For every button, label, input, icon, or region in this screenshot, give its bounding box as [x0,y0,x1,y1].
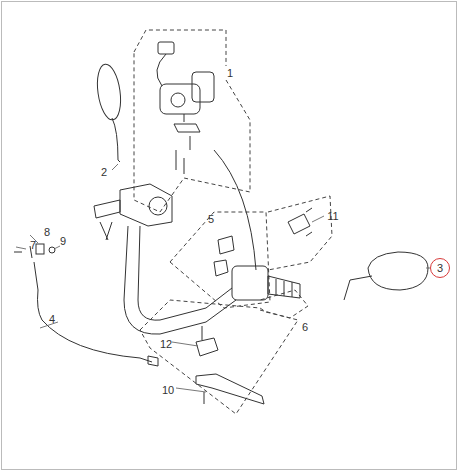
callout-circle: 3 [430,258,450,278]
cable-end [148,356,158,366]
callout-number: 6 [302,322,308,333]
left-mirror [94,63,124,122]
mirror-stem [112,118,120,162]
bolt [14,246,32,258]
callout-number: 7 [30,240,36,251]
mirror-stem [344,276,372,300]
group-outlines [134,30,332,414]
leader-lines [16,164,430,392]
right-mirror [368,252,428,290]
cable [34,262,152,362]
lever-perch [196,338,218,356]
callout-number: 8 [44,227,50,238]
callout-number: 9 [60,236,66,247]
brake-lever [196,374,264,404]
group-6 [140,300,298,414]
switch-wire [214,150,256,270]
callout-number: 5 [208,214,214,225]
left-switch [157,42,214,174]
callout-number: 1 [227,68,233,79]
callout-number: 2 [101,167,107,178]
callout-number: 4 [49,314,55,325]
clamp [288,208,312,236]
callout-number: 12 [160,339,172,350]
callout-number: 11 [327,211,338,222]
callout-number: 3 [437,263,443,274]
handlebar [94,184,300,334]
switch-parts [214,236,234,276]
callout-number: 10 [162,385,174,396]
